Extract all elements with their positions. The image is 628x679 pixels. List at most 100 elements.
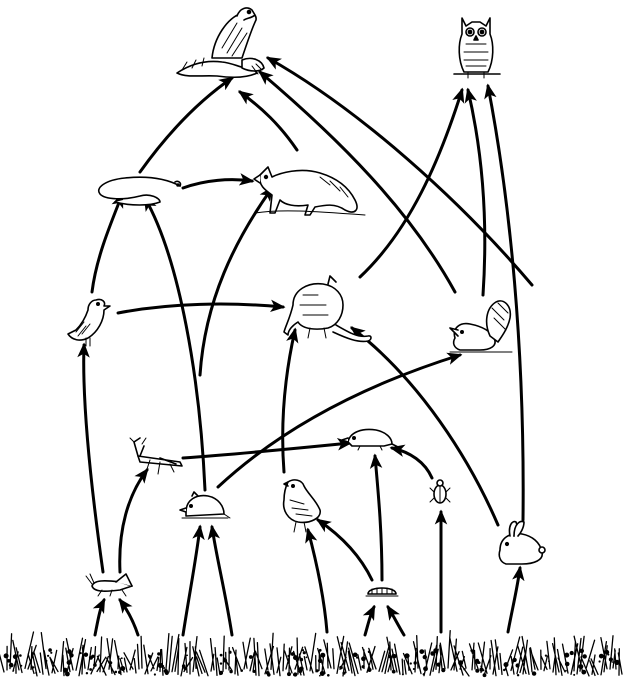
soil-speck (430, 651, 435, 656)
soil-speck (419, 649, 425, 654)
arrow-plants-to-grasshopper-2 (118, 597, 140, 637)
soil-speck (573, 673, 576, 676)
arrow-skunk-to-owl (464, 87, 487, 297)
skunk-icon (449, 300, 513, 353)
soil-speck (320, 652, 326, 658)
soil-speck (287, 654, 290, 658)
arrow-rabbit-to-hawk (265, 56, 534, 287)
soil-speck (361, 656, 366, 662)
grass-ground-icon (0, 629, 623, 678)
soil-speck (529, 649, 532, 652)
arrow-mouse-to-snake (143, 195, 207, 492)
soil-speck (569, 650, 574, 656)
soil-speck (579, 648, 584, 654)
soil-speck (91, 654, 95, 658)
soil-speck (565, 669, 567, 672)
soil-speck (441, 668, 446, 673)
arrow-fox-to-hawk (237, 90, 299, 152)
soil-speck (482, 669, 485, 672)
owl-icon (453, 17, 501, 79)
soil-speck (581, 669, 587, 675)
soil-speck (342, 671, 346, 675)
soil-speck (50, 651, 53, 654)
bird-icon (67, 298, 111, 347)
grass-blades (0, 629, 623, 677)
soil-speck (581, 666, 583, 669)
soil-speck (327, 674, 330, 677)
soil-speck (157, 662, 163, 669)
soil-speck (67, 649, 72, 654)
soil-speck (479, 667, 484, 672)
soil-speck (219, 653, 223, 657)
soil-speck (318, 648, 322, 652)
soil-speck (611, 661, 614, 663)
soil-speck (229, 669, 233, 674)
soil-speck (299, 666, 304, 671)
arrow-grasshopper-to-bird (77, 342, 105, 574)
soil-speck (608, 657, 614, 662)
quail-icon (282, 479, 321, 533)
soil-speck (315, 669, 319, 673)
soil-speck (503, 668, 506, 672)
soil-speck (401, 673, 404, 676)
soil-speck (578, 664, 584, 670)
arrow-plants-to-rabbit (506, 565, 525, 634)
arrow-mouse-to-fox (198, 185, 274, 377)
soil-speck (409, 662, 412, 665)
soil-speck (476, 660, 480, 664)
soil-speck (352, 652, 358, 658)
beetle-icon (429, 479, 451, 504)
soil-speck (412, 668, 415, 670)
arrow-bird-to-snake (90, 192, 124, 294)
soil-speck (153, 673, 156, 676)
soil-speck (548, 660, 550, 663)
soil-speck (120, 657, 123, 660)
arrow-plants-to-grasshopper-1 (92, 597, 106, 637)
soil-speck (248, 655, 253, 659)
soil-speck (267, 673, 271, 677)
soil-speck (413, 661, 417, 665)
soil-speck (319, 674, 321, 677)
soil-speck (392, 654, 397, 659)
soil-speck (531, 671, 537, 676)
soil-speck (12, 669, 15, 672)
arrow-opossum-to-owl (358, 87, 465, 279)
arrow-mantis-to-shrew (181, 438, 353, 460)
soil-speck (301, 649, 305, 652)
soil-speck (516, 674, 520, 677)
soil-speck (319, 671, 325, 676)
soil-speck (388, 655, 392, 659)
soil-speck (367, 667, 372, 673)
arrow-beetle-to-shrew (389, 444, 434, 480)
arrow-snake-to-hawk (138, 76, 235, 174)
soil-speck (219, 662, 223, 665)
soil-speck (83, 652, 89, 657)
arrow-bird-to-opossum (116, 299, 286, 315)
soil-speck (89, 668, 92, 671)
soil-speck (164, 670, 169, 676)
soil-speck (582, 654, 587, 659)
arrow-grasshopper-to-mantis (118, 468, 149, 574)
soil-speck (118, 670, 122, 674)
mouse-icon (179, 491, 231, 519)
soil-speck (299, 657, 304, 662)
arrow-rabbit-to-opossum (350, 326, 500, 527)
soil-speck (79, 652, 82, 655)
soil-speck (148, 654, 151, 658)
soil-speck (433, 648, 439, 653)
soil-speck (93, 663, 97, 667)
arrow-plants-to-caterpillar-1 (362, 604, 376, 637)
mantis-icon (129, 437, 183, 475)
arrow-mouse-to-skunk (216, 352, 463, 489)
soil-speck (252, 669, 256, 674)
soil-speck (120, 666, 126, 671)
soil-speck (463, 668, 466, 671)
soil-speck (20, 664, 23, 667)
arrow-caterpillar-to-quail (315, 518, 374, 582)
soil-speck (404, 653, 410, 659)
soil-speck (544, 654, 548, 657)
soil-speck (290, 652, 295, 656)
soil-speck (367, 650, 371, 654)
soil-speck (69, 653, 74, 658)
